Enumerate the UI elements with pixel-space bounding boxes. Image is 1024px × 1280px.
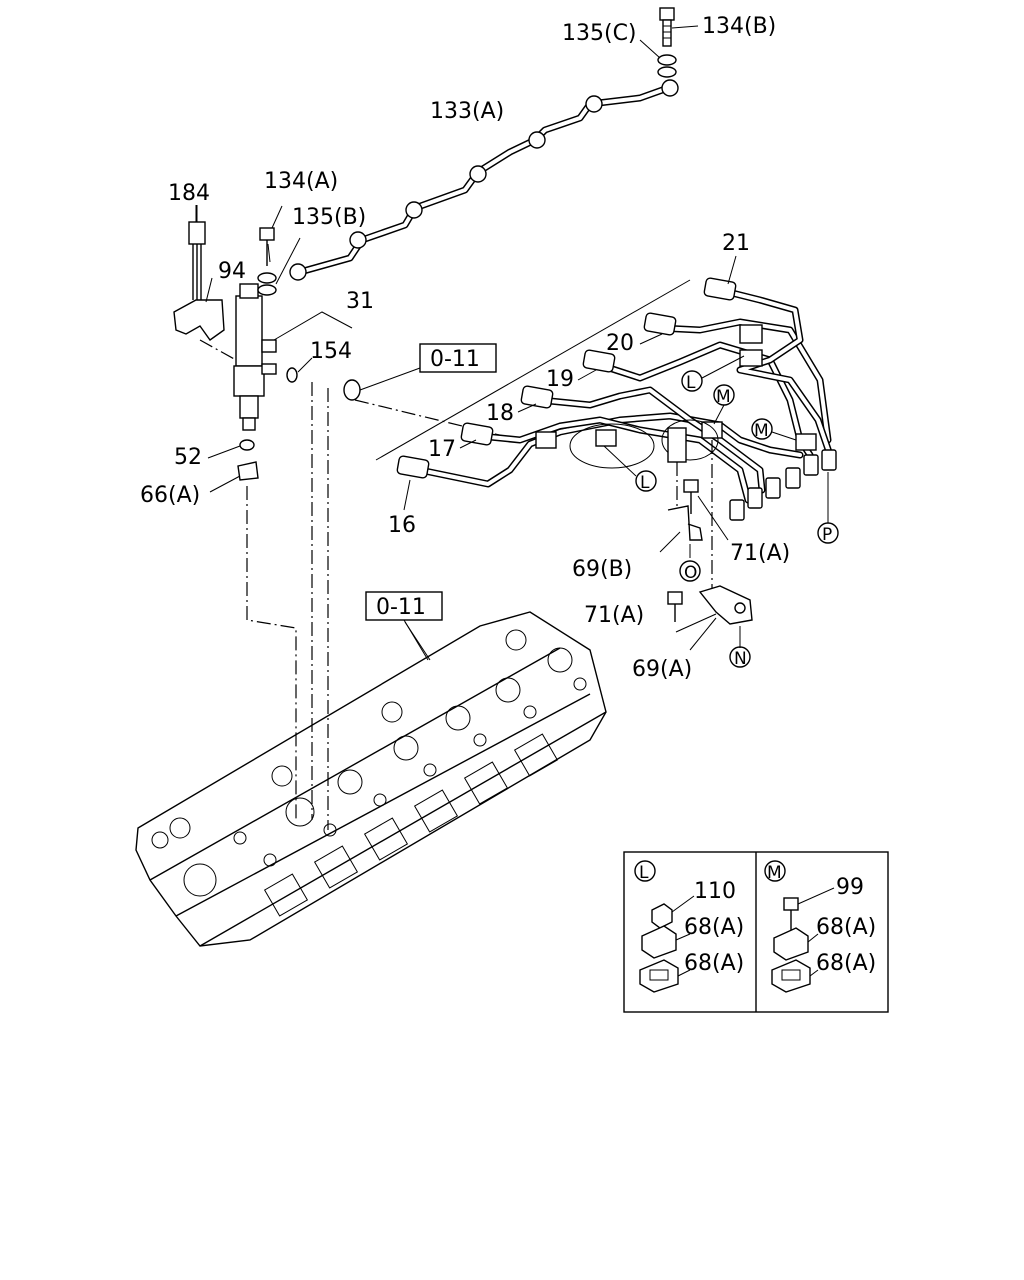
label-154: 154 [310,339,352,364]
label-133a: 133(A) [430,99,504,124]
inset-right-label-68a-2: 68(A) [816,951,876,976]
ref-box-lower: 0-11 [365,591,443,661]
inset-left-circle: L [639,863,649,883]
label-135b: 135(B) [292,205,366,230]
bolt-134b [639,7,699,78]
label-69a: 69(A) [632,657,692,682]
inset-left-label-110: 110 [694,879,736,904]
label-94: 94 [218,259,246,284]
label-52: 52 [174,445,202,470]
label-135c: 135(C) [562,21,637,46]
callout-n: N [734,649,747,669]
injection-pipes [375,277,837,521]
inset-right-label-68a-1: 68(A) [816,915,876,940]
inset-left-label-68a-2: 68(A) [684,951,744,976]
label-71a-upper: 71(A) [730,541,790,566]
ref-box-upper-text: 0-11 [430,347,480,372]
label-18: 18 [486,401,514,426]
label-17: 17 [428,437,456,462]
callout-l-upper: L [686,373,696,393]
label-134a: 134(A) [264,169,338,194]
label-21: 21 [722,231,750,256]
label-134b: 134(B) [702,14,776,39]
label-31: 31 [346,289,374,314]
callout-m-right: M [754,421,769,441]
label-19: 19 [546,367,574,392]
leak-off-pipe-133a [289,79,679,281]
callout-m-upper: M [716,387,731,407]
label-69b: 69(B) [572,557,632,582]
callout-circles: L L M M O P N [603,355,839,669]
part-labels: 135(C) 134(B) 133(A) 184 134(A) 135(B) 9… [140,14,790,682]
cylinder-head [135,611,607,947]
inset-right-circle: M [767,863,782,883]
inset-right-label-99: 99 [836,875,864,900]
label-20: 20 [606,331,634,356]
label-16: 16 [388,513,416,538]
ref-box-lower-text: 0-11 [376,595,426,620]
injector-assembly [173,205,421,493]
inset-left-label-68a-1: 68(A) [684,915,744,940]
inset-detail-box: L 110 68(A) 68(A) M 99 68(A) 68(A) [623,851,889,1013]
callout-l-lower: L [640,473,650,493]
callout-p: P [822,525,832,545]
alignment-guides [246,382,521,830]
label-184: 184 [168,181,210,206]
label-66a: 66(A) [140,483,200,508]
ref-box-upper: 0-11 [419,343,497,373]
callout-o: O [684,563,697,583]
brackets [659,427,753,651]
label-71a-lower: 71(A) [584,603,644,628]
